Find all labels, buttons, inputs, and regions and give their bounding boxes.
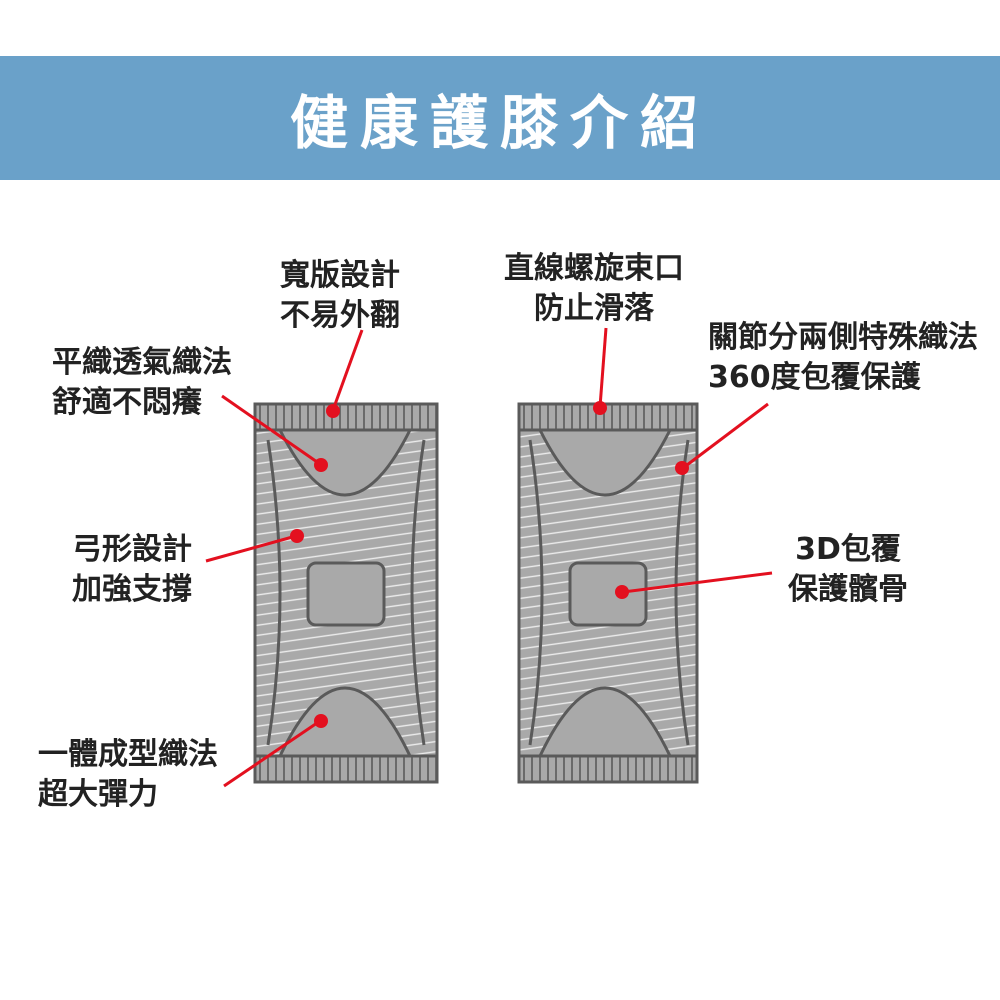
pointer-dot-arc (290, 529, 304, 543)
callout-one-piece-line2: 超大彈力 (38, 777, 158, 812)
pointer-joint (682, 402, 769, 470)
pointer-dot-one-piece (314, 714, 328, 728)
callout-joint-line2: 360度包覆保護 (708, 360, 921, 395)
callout-flat-weave-line2: 舒適不悶癢 (52, 385, 202, 420)
left-arc-panel-side (528, 439, 544, 746)
lower-cup-side (537, 686, 673, 758)
callout-3d: 3D包覆 保護髕骨 (788, 530, 908, 610)
knee-brace-front-view (253, 402, 439, 784)
pointer-flat-weave (221, 394, 321, 466)
callout-flat-weave-line1: 平織透氣織法 (52, 345, 232, 380)
center-pad-side (568, 561, 648, 627)
upper-cup (277, 428, 413, 497)
callout-flat-weave: 平織透氣織法 舒適不悶癢 (52, 343, 232, 423)
callout-joint-line1: 關節分兩側特殊織法 (708, 320, 978, 355)
center-pad (306, 561, 386, 627)
title-banner: 健康護膝介紹 (0, 56, 1000, 180)
pointer-dot-flat-weave (314, 458, 328, 472)
callout-joint: 關節分兩側特殊織法 360度包覆保護 (708, 318, 978, 398)
pointer-dot-3d (615, 585, 629, 599)
callout-wide-top-line2: 不易外翻 (280, 298, 400, 333)
pointer-arc (205, 534, 297, 563)
knee-brace-side-view (517, 402, 699, 784)
lower-cup (277, 686, 413, 758)
callout-wide-top: 寬版設計 不易外翻 (280, 256, 400, 336)
callout-wide-top-line1: 寬版設計 (280, 258, 400, 293)
callout-one-piece-line1: 一體成型織法 (38, 737, 218, 772)
upper-cup-side (537, 428, 673, 497)
left-arc-panel (266, 439, 282, 746)
pointer-spiral (598, 327, 608, 408)
right-arc-panel-side (674, 439, 690, 746)
callout-arc-line1: 弓形設計 (72, 532, 192, 567)
pointer-wide-top (331, 329, 364, 411)
callout-pointers (205, 327, 773, 788)
callout-spiral-line2: 防止滑落 (534, 291, 654, 326)
callout-arc: 弓形設計 加強支撐 (72, 530, 192, 610)
bottom-rib-band-side (517, 754, 699, 784)
pointer-3d (622, 571, 773, 594)
right-arc-panel (410, 439, 426, 746)
callout-spiral: 直線螺旋束口 防止滑落 (504, 249, 684, 329)
page-title: 健康護膝介紹 (289, 89, 710, 157)
callout-3d-line1: 3D包覆 (795, 532, 901, 567)
pointer-dot-spiral (593, 401, 607, 415)
pointer-one-piece (223, 719, 321, 788)
callout-one-piece: 一體成型織法 超大彈力 (38, 735, 218, 815)
callout-arc-line2: 加強支撐 (72, 572, 192, 607)
top-rib-band (253, 402, 439, 432)
pointer-dot-joint (675, 461, 689, 475)
bottom-rib-band (253, 754, 439, 784)
callout-3d-line2: 保護髕骨 (788, 572, 908, 607)
top-rib-band-side (517, 402, 699, 432)
pointer-dot-wide-top (326, 404, 340, 418)
callout-spiral-line1: 直線螺旋束口 (504, 251, 684, 286)
